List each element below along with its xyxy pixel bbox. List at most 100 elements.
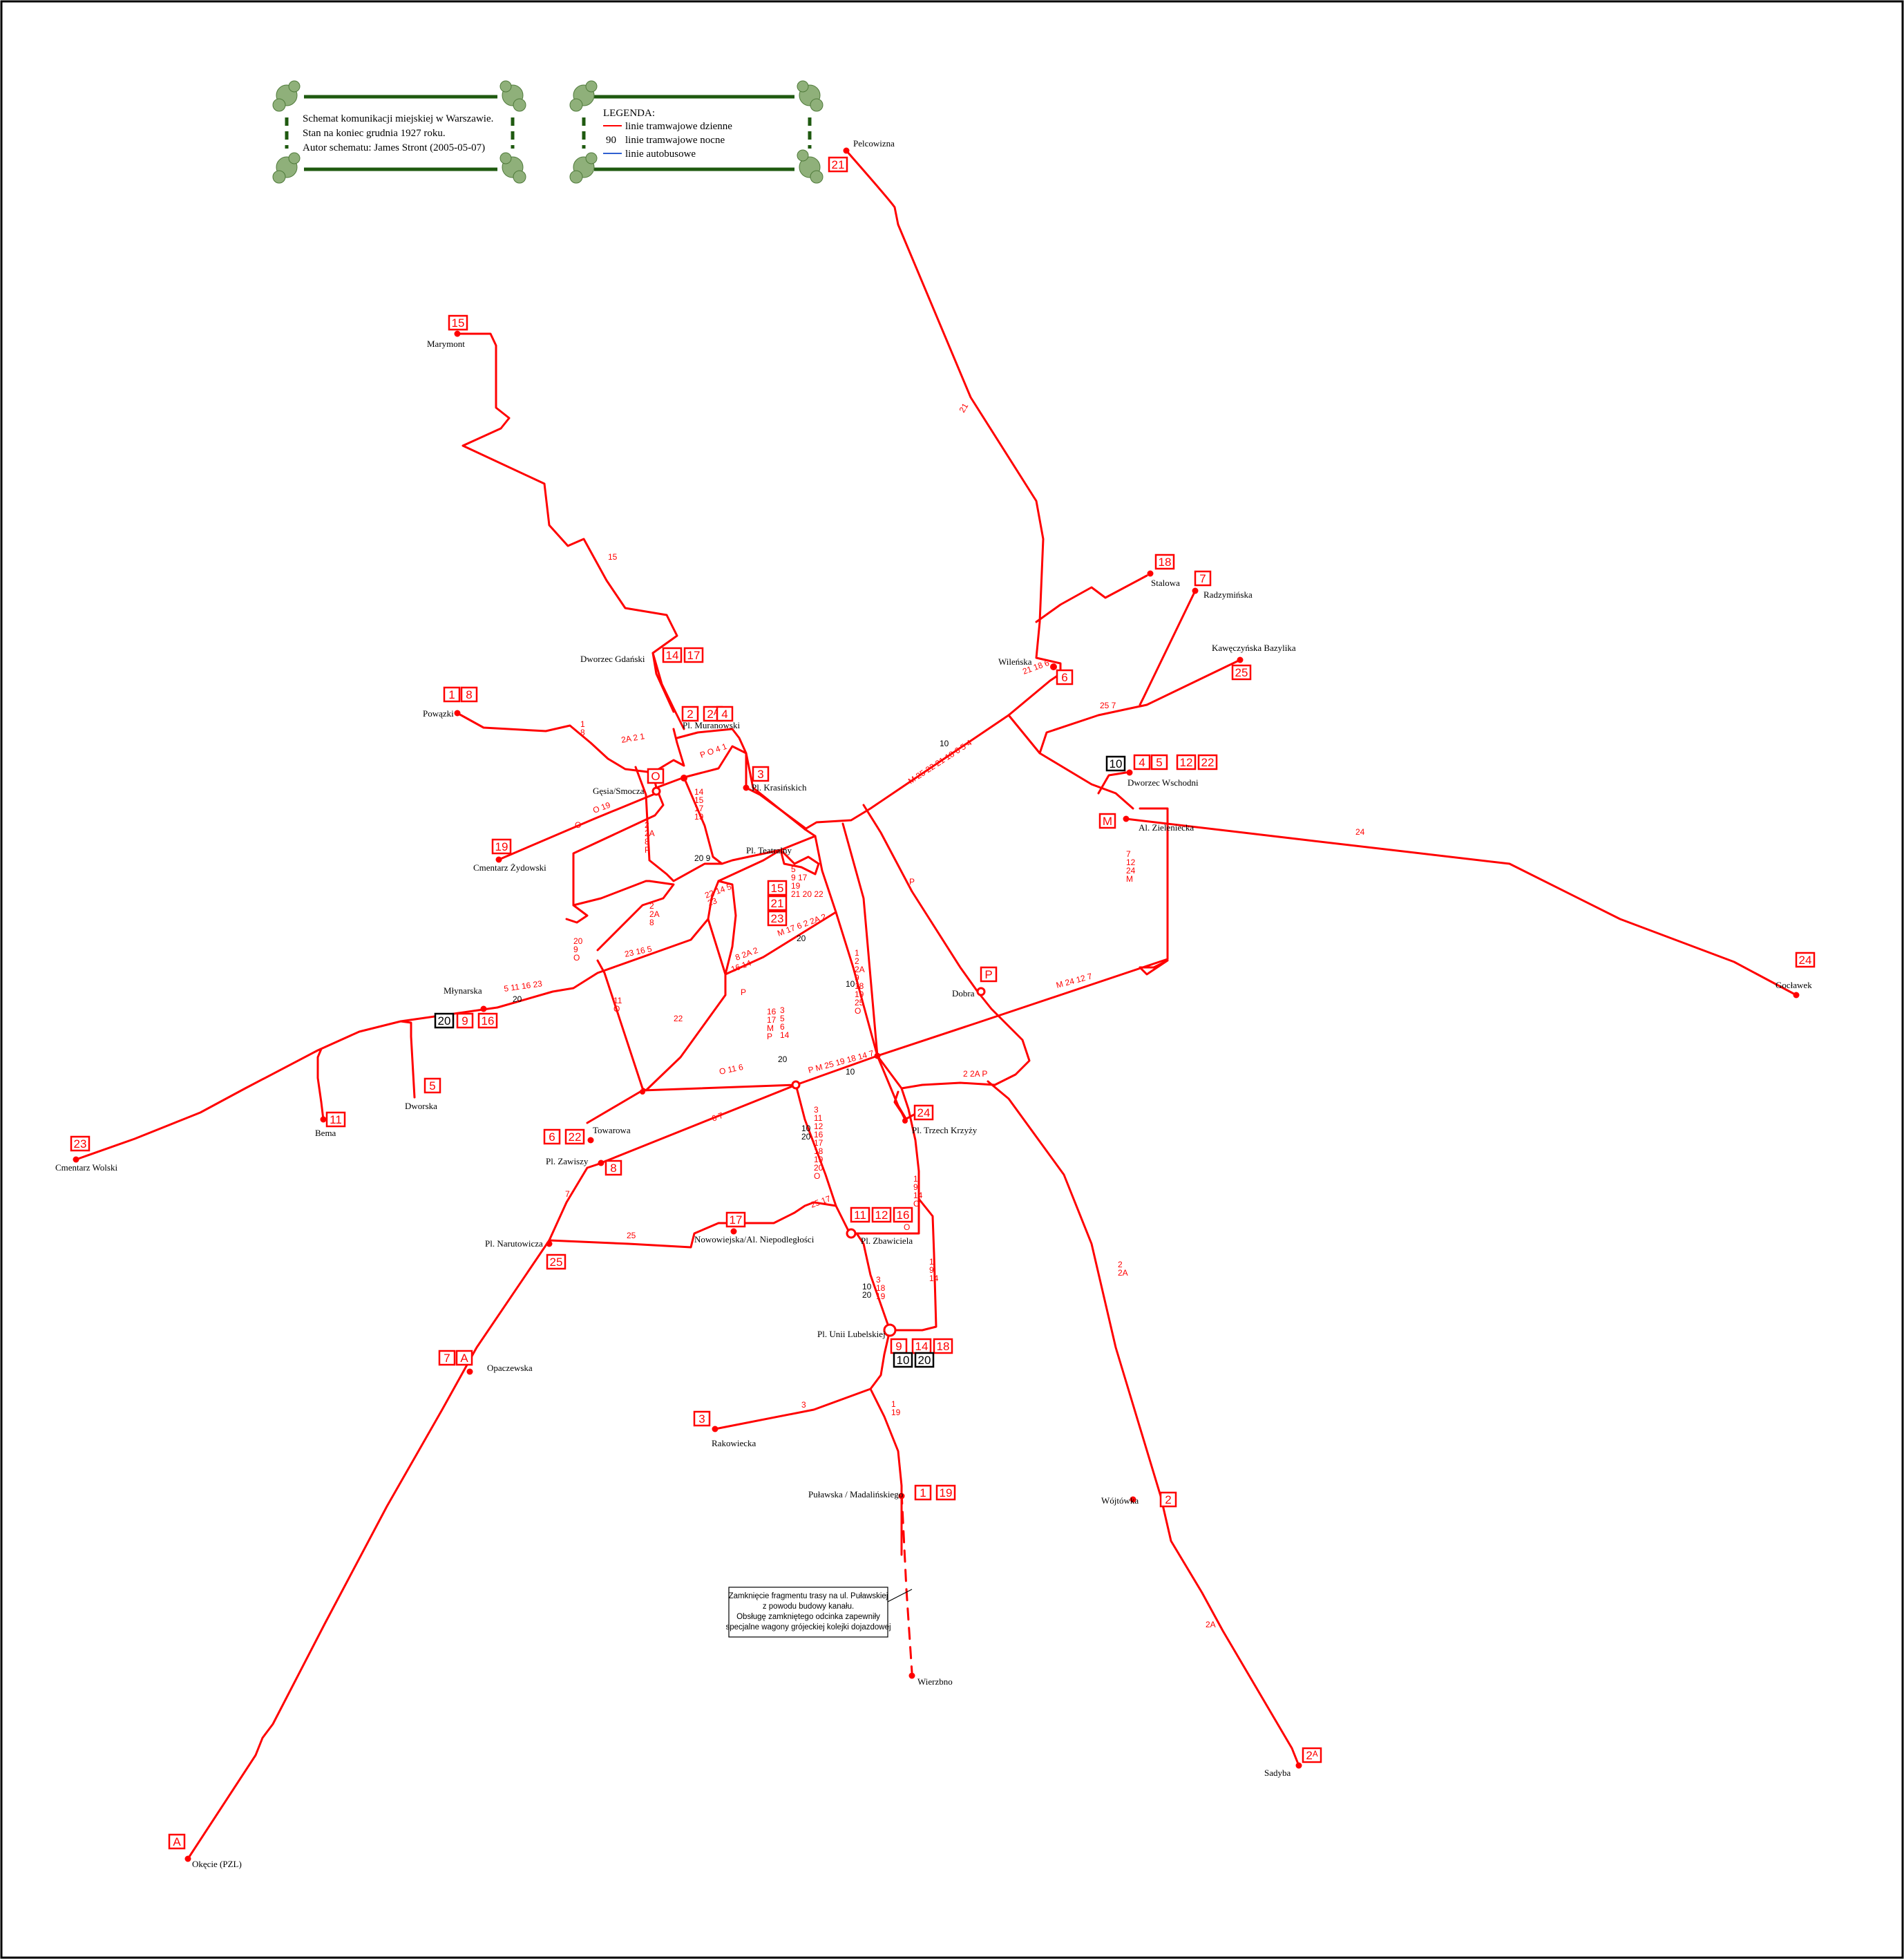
stop-wierzbno[interactable] bbox=[908, 1672, 915, 1679]
stop-nowowiejska[interactable] bbox=[730, 1228, 737, 1235]
stop-towarowa[interactable] bbox=[587, 1137, 594, 1144]
terminus-badge-21[interactable]: 21 bbox=[828, 156, 848, 173]
terminus-badge-15[interactable]: 15 bbox=[767, 880, 788, 896]
stop-powazki[interactable] bbox=[454, 710, 461, 717]
terminus-badge-22[interactable]: 22 bbox=[564, 1128, 585, 1145]
terminus-badge-A[interactable]: A bbox=[168, 1833, 186, 1850]
place-cmentarz-zydowski: Cmentarz Żydowski bbox=[473, 862, 546, 873]
stop-pl-muranowski[interactable] bbox=[680, 775, 687, 782]
stop-pl-zawiszy[interactable] bbox=[598, 1160, 604, 1166]
terminus-badge-17[interactable]: 17 bbox=[725, 1211, 746, 1228]
stop-pl-narutowicza[interactable] bbox=[546, 1240, 553, 1247]
stop-rakowiecka[interactable] bbox=[712, 1426, 718, 1432]
terminus-badge-2[interactable]: 2 bbox=[1159, 1491, 1177, 1508]
terminus-badge-25[interactable]: 25 bbox=[546, 1253, 567, 1270]
stop-al-zieleniecka[interactable] bbox=[1123, 815, 1130, 822]
terminus-badge-18[interactable]: 18 bbox=[933, 1338, 953, 1354]
stop-pl-krasinskich[interactable] bbox=[743, 784, 750, 791]
terminus-badge-10[interactable]: 10 bbox=[893, 1352, 913, 1368]
terminus-badge-4[interactable]: 4 bbox=[1133, 754, 1151, 770]
stop-goclawek[interactable] bbox=[1793, 992, 1800, 999]
terminus-badge-8[interactable]: 8 bbox=[460, 686, 478, 703]
terminus-badge-5[interactable]: 5 bbox=[423, 1077, 441, 1094]
terminus-badge-1[interactable]: 1 bbox=[443, 686, 461, 703]
stop-chlodna-junction[interactable] bbox=[640, 1089, 645, 1095]
terminus-badge-3[interactable]: 3 bbox=[752, 766, 770, 782]
route-number-label: 16 14 bbox=[730, 958, 752, 974]
stop-mlynarska[interactable] bbox=[480, 1005, 487, 1012]
terminus-badge-14[interactable]: 14 bbox=[911, 1338, 932, 1354]
stop-pelcowizna[interactable] bbox=[843, 147, 850, 154]
terminus-badge-O[interactable]: O bbox=[647, 768, 665, 784]
stop-dobra[interactable] bbox=[976, 987, 986, 996]
terminus-badge-9[interactable]: 9 bbox=[890, 1338, 908, 1354]
terminus-badge-19[interactable]: 19 bbox=[935, 1484, 956, 1501]
stop-pl-unii[interactable] bbox=[883, 1323, 897, 1337]
terminus-badge-24[interactable]: 24 bbox=[913, 1104, 934, 1121]
legend-heading: LEGENDA: bbox=[603, 108, 655, 119]
stop-dworzec-wschodni[interactable] bbox=[1126, 769, 1133, 776]
stop-sadyba[interactable] bbox=[1295, 1762, 1302, 1769]
terminus-badge-6[interactable]: 6 bbox=[543, 1128, 561, 1145]
terminus-badge-11[interactable]: 11 bbox=[850, 1206, 870, 1223]
stop-opaczewska[interactable] bbox=[466, 1368, 473, 1375]
stop-pl-trzech-krzyzy[interactable] bbox=[902, 1118, 908, 1124]
terminus-badge-4[interactable]: 4 bbox=[716, 706, 734, 722]
terminus-badge-10[interactable]: 10 bbox=[1105, 755, 1126, 772]
terminus-badge-7[interactable]: 7 bbox=[1194, 570, 1212, 587]
route-dworzec-wschodni bbox=[1097, 771, 1127, 795]
route-number-label: O bbox=[904, 1222, 910, 1232]
terminus-badge-17[interactable]: 17 bbox=[683, 647, 704, 663]
terminus-badge-22[interactable]: 22 bbox=[1197, 754, 1218, 770]
terminus-badge-20[interactable]: 20 bbox=[914, 1352, 935, 1368]
place-pl-teatralny: Pl. Teatralny bbox=[746, 845, 792, 855]
stop-radzyminska[interactable] bbox=[1192, 587, 1199, 594]
stop-wilenska[interactable] bbox=[1050, 663, 1057, 670]
stop-wojtowka[interactable] bbox=[1130, 1496, 1136, 1503]
terminus-badge-11[interactable]: 11 bbox=[325, 1111, 346, 1128]
stop-stalowa[interactable] bbox=[1147, 570, 1154, 577]
stop-cmentarz-zydowski[interactable] bbox=[495, 856, 502, 863]
terminus-badge-16[interactable]: 16 bbox=[477, 1012, 498, 1029]
terminus-badge-23[interactable]: 23 bbox=[70, 1135, 91, 1152]
stop-kawenczynska[interactable] bbox=[1237, 656, 1244, 663]
stop-gesia-smocza[interactable] bbox=[651, 786, 661, 796]
terminus-badge-25[interactable]: 25 bbox=[1231, 664, 1252, 681]
terminus-badge-2a[interactable]: 2ᴬ bbox=[1302, 1747, 1322, 1763]
stop-marymont[interactable] bbox=[454, 330, 461, 337]
note-box bbox=[728, 1587, 888, 1638]
terminus-badge-1[interactable]: 1 bbox=[914, 1484, 932, 1501]
route-grid-4 bbox=[572, 880, 675, 952]
terminus-badge-6[interactable]: 6 bbox=[1056, 669, 1074, 685]
terminus-badge-16[interactable]: 16 bbox=[893, 1206, 913, 1223]
terminus-badge-5[interactable]: 5 bbox=[1150, 754, 1168, 770]
terminus-badge-2[interactable]: 2 bbox=[681, 706, 699, 722]
terminus-badge-21[interactable]: 21 bbox=[767, 895, 788, 911]
stop-jerozolimskie-nowy-swiat[interactable] bbox=[874, 1052, 881, 1059]
terminus-badge-9[interactable]: 9 bbox=[456, 1012, 474, 1029]
terminus-badge-15[interactable]: 15 bbox=[448, 314, 468, 331]
terminus-badge-18[interactable]: 18 bbox=[1154, 553, 1175, 570]
stop-bema[interactable] bbox=[320, 1116, 327, 1123]
terminus-badge-12[interactable]: 12 bbox=[871, 1206, 892, 1223]
terminus-badge-8[interactable]: 8 bbox=[604, 1160, 622, 1176]
terminus-badge-12[interactable]: 12 bbox=[1176, 754, 1197, 770]
terminus-badge-3[interactable]: 3 bbox=[693, 1410, 711, 1427]
terminus-badge-M[interactable]: M bbox=[1098, 813, 1116, 829]
terminus-badge-P[interactable]: P bbox=[980, 966, 998, 983]
terminus-badge-24[interactable]: 24 bbox=[1795, 952, 1816, 968]
terminus-badge-14[interactable]: 14 bbox=[662, 647, 683, 663]
terminus-badge-7[interactable]: 7 bbox=[438, 1350, 456, 1366]
terminus-badge-A[interactable]: A bbox=[455, 1350, 473, 1366]
terminus-badge-19[interactable]: 19 bbox=[491, 838, 512, 855]
stop-jerozolimskie-marszalkowska[interactable] bbox=[791, 1080, 801, 1090]
place-stalowa: Stalowa bbox=[1151, 578, 1180, 588]
stop-okecie[interactable] bbox=[184, 1855, 191, 1862]
stop-pl-zbawiciela[interactable] bbox=[846, 1228, 857, 1239]
terminus-badge-23[interactable]: 23 bbox=[767, 910, 788, 927]
stop-cmentarz-wolski[interactable] bbox=[73, 1156, 79, 1163]
stop-pulawska[interactable] bbox=[898, 1493, 905, 1499]
terminus-badge-20[interactable]: 20 bbox=[434, 1012, 455, 1029]
